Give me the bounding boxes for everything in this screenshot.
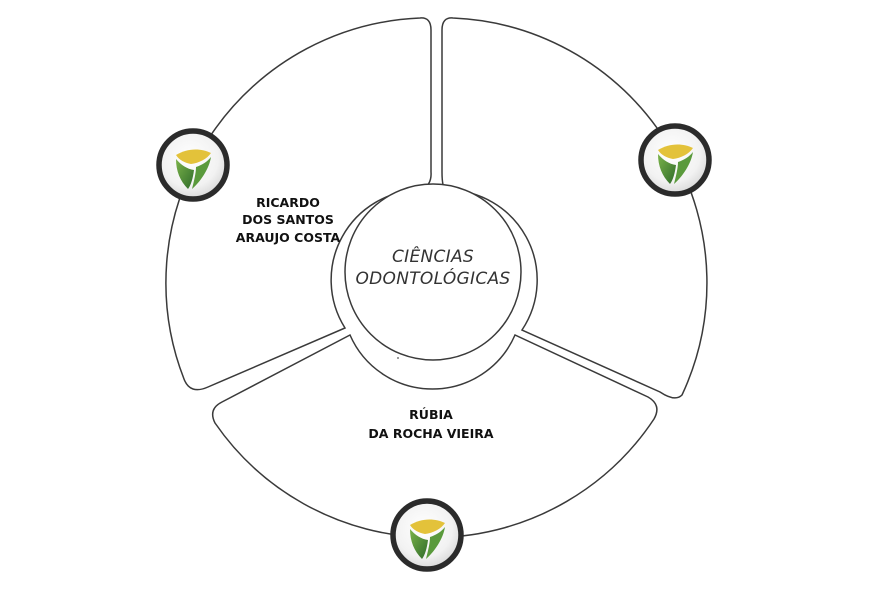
- segment-bottom-label-line2: DA ROCHA VIEIRA: [368, 426, 493, 441]
- segment-bottom: [211, 333, 658, 539]
- shield-logo-icon: [641, 126, 709, 194]
- stray-dot: [397, 357, 399, 359]
- center-label-line1: CIÊNCIAS: [392, 245, 474, 267]
- shield-logo-icon: [159, 131, 227, 199]
- center-circle: [344, 183, 522, 361]
- segment-bottom-label-line1: RÚBIA: [409, 407, 453, 422]
- segment-top-left-label-line1: RICARDO: [256, 195, 320, 210]
- shield-logo-icon: [393, 501, 461, 569]
- center-label-line2: ODONTOLÓGICAS: [355, 267, 510, 289]
- segment-top-left-label-line3: ARAUJO COSTA: [236, 230, 341, 245]
- segment-top-left-label-line2: DOS SANTOS: [242, 212, 334, 227]
